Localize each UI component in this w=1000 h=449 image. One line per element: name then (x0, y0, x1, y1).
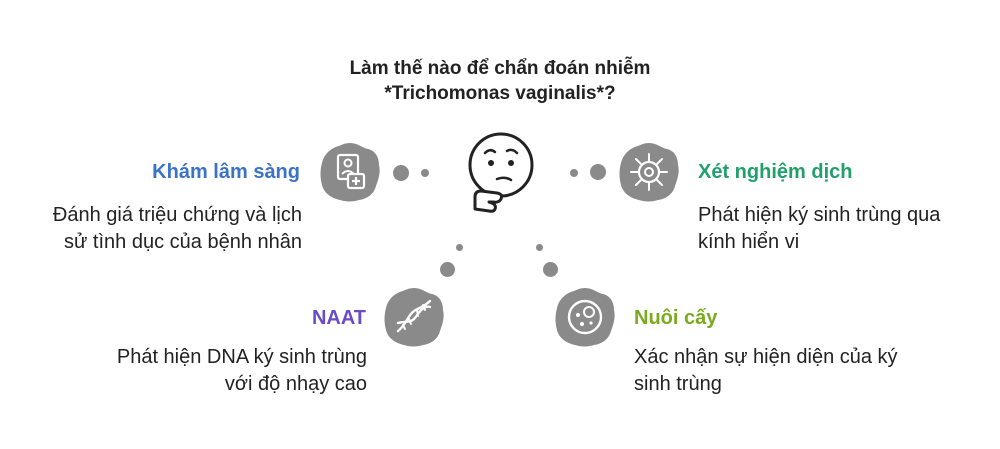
fluid-test-description: Phát hiện ký sinh trùng qua kính hiển vi (698, 202, 988, 256)
connector-dot (536, 244, 543, 251)
title-line-1: Làm thế nào để chẩn đoán nhiễm (349, 58, 651, 79)
thinking-face-icon (468, 132, 534, 213)
culture-heading: Nuôi cấy (634, 307, 718, 329)
microscope-cell-icon (619, 143, 679, 202)
culture-description: Xác nhận sự hiện diện của ký sinh trùng (634, 344, 934, 398)
dna-icon (384, 288, 444, 347)
connector-dot (590, 164, 606, 180)
diagram-title: Làm thế nào để chẩn đoán nhiễm *Trichomo… (250, 56, 750, 106)
naat-desc-line-1: Phát hiện DNA ký sinh trùng (116, 346, 367, 368)
culture-desc-line-2: sinh trùng (634, 373, 722, 395)
connector-dot (393, 165, 409, 181)
clinical-exam-icon (320, 143, 380, 202)
connector-dot (456, 244, 463, 251)
fluid-test-heading: Xét nghiệm dịch (698, 161, 853, 183)
connector-dot (440, 262, 455, 277)
clinical-exam-heading: Khám lâm sàng (152, 161, 300, 183)
fluid-test-desc-line-2: kính hiển vi (698, 231, 800, 253)
title-line-2: *Trichomonas vaginalis*? (384, 83, 616, 104)
naat-heading: NAAT (311, 307, 366, 329)
naat-description: Phát hiện DNA ký sinh trùng với độ nhạy … (60, 344, 367, 398)
clinical-exam-desc-line-1: Đánh giá triệu chứng và lịch (52, 204, 302, 226)
fluid-test-desc-line-1: Phát hiện ký sinh trùng qua (698, 204, 941, 226)
naat-desc-line-2: với độ nhạy cao (224, 373, 367, 395)
clinical-exam-description: Đánh giá triệu chứng và lịch sử tình dục… (20, 202, 302, 256)
connector-dot (570, 169, 578, 177)
connector-dot (543, 262, 558, 277)
culture-desc-line-1: Xác nhận sự hiện diện của ký (634, 346, 898, 368)
connector-dot (421, 169, 429, 177)
clinical-exam-desc-line-2: sử tình dục của bệnh nhân (63, 231, 302, 253)
petri-dish-icon (555, 288, 615, 347)
